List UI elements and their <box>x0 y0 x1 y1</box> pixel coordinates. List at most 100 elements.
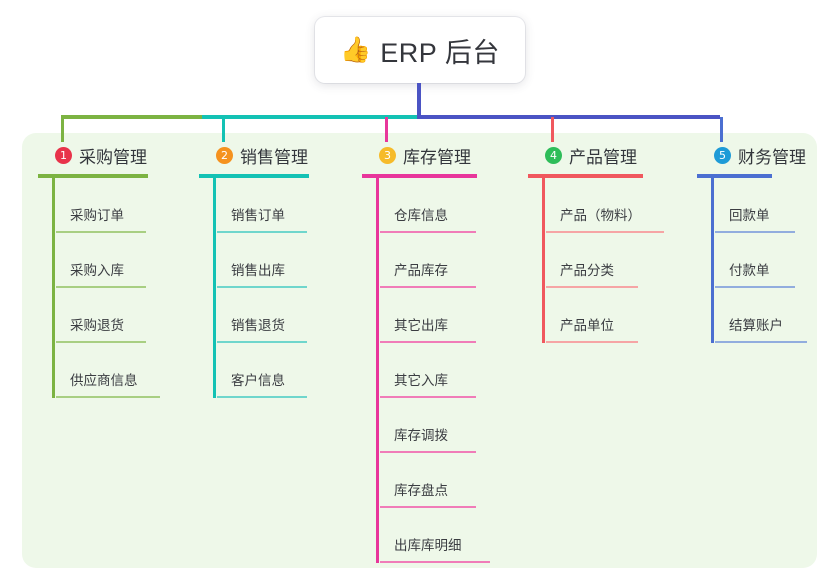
branch-item[interactable]: 采购入库 <box>56 233 198 288</box>
branch-item[interactable]: 销售出库 <box>217 233 359 288</box>
branch-item-label: 采购订单 <box>70 208 124 223</box>
branch-spine-connector <box>376 178 379 563</box>
branch-item-underline <box>546 286 638 288</box>
branch-title: 财务管理 <box>738 147 806 167</box>
branch-header-4[interactable]: 4 产品管理 <box>528 142 693 168</box>
branch-item-label: 产品分类 <box>560 263 614 278</box>
branch-drop-connector-5 <box>720 117 723 142</box>
branch-item-label: 产品单位 <box>560 318 614 333</box>
branch-item[interactable]: 产品分类 <box>546 233 693 288</box>
branch-item-label: 结算账户 <box>729 318 783 333</box>
branch-item-label: 供应商信息 <box>70 373 138 388</box>
branch-item-underline <box>715 231 795 233</box>
branch-title: 库存管理 <box>403 147 471 167</box>
branch-item-underline <box>380 286 476 288</box>
branch-number-badge: 4 <box>545 146 562 164</box>
branch-item-label: 库存盘点 <box>394 483 448 498</box>
branch-drop-connector-1 <box>61 117 64 142</box>
diagram-background-panel <box>22 133 817 568</box>
branch-item-label: 销售订单 <box>231 208 285 223</box>
branch-title: 产品管理 <box>569 147 637 167</box>
branch-column-4[interactable]: 4 产品管理产品（物料） 产品分类产品单位 <box>528 142 693 343</box>
root-node-label: ERP 后台 <box>380 37 500 68</box>
branch-item[interactable]: 其它出库 <box>380 288 527 343</box>
branch-item-label: 其它入库 <box>394 373 448 388</box>
branch-item[interactable]: 产品库存 <box>380 233 527 288</box>
branch-header-underline <box>38 174 148 178</box>
branch-item-label: 客户信息 <box>231 373 285 388</box>
branch-item-label: 库存调拨 <box>394 428 448 443</box>
branch-item-underline <box>217 396 307 398</box>
bar-segment-teal <box>202 115 417 119</box>
branch-column-2[interactable]: 2 销售管理销售订单销售出库销售退货客户信息 <box>199 142 359 398</box>
branch-item[interactable]: 出库库明细 <box>380 508 527 563</box>
branch-item[interactable]: 产品（物料） <box>546 178 693 233</box>
branch-item-list: 产品（物料） 产品分类产品单位 <box>528 178 693 343</box>
branch-item-label: 销售退货 <box>231 318 285 333</box>
branch-item-label: 产品（物料） <box>560 208 641 223</box>
branch-item-label: 回款单 <box>729 208 770 223</box>
branch-item[interactable]: 销售订单 <box>217 178 359 233</box>
branch-header-underline <box>528 174 643 178</box>
branch-item-label: 其它出库 <box>394 318 448 333</box>
branch-number-badge: 2 <box>216 146 233 164</box>
branch-title: 销售管理 <box>240 147 308 167</box>
branch-column-5[interactable]: 5 财务管理回款单付款单结算账户 <box>697 142 822 343</box>
thumbs-up-icon: 👍 <box>340 35 372 64</box>
branch-header-underline <box>199 174 309 178</box>
branch-item-underline <box>380 396 476 398</box>
branch-item-underline <box>56 231 146 233</box>
branch-item[interactable]: 库存盘点 <box>380 453 527 508</box>
branch-item-label: 产品库存 <box>394 263 448 278</box>
bar-segment-indigo <box>417 115 720 119</box>
branch-item-label: 采购入库 <box>70 263 124 278</box>
branch-item-label: 仓库信息 <box>394 208 448 223</box>
branch-item-underline <box>380 451 476 453</box>
branch-item-list: 采购订单采购入库采购退货供应商信息 <box>38 178 198 398</box>
root-node-erp-backend[interactable]: 👍 ERP 后台 <box>315 17 525 83</box>
branch-header-3[interactable]: 3 库存管理 <box>362 142 527 168</box>
branch-number-badge: 3 <box>379 146 396 164</box>
branch-item-underline <box>217 341 307 343</box>
branch-item-underline <box>715 286 795 288</box>
branch-number-badge: 1 <box>55 146 72 164</box>
branch-item-underline <box>380 561 490 563</box>
branch-item-underline <box>380 231 476 233</box>
branch-item[interactable]: 产品单位 <box>546 288 693 343</box>
branch-item[interactable]: 其它入库 <box>380 343 527 398</box>
branch-item-underline <box>546 231 664 233</box>
branch-drop-connector-4 <box>551 117 554 142</box>
branch-header-2[interactable]: 2 销售管理 <box>199 142 359 168</box>
branch-number-badge: 5 <box>714 146 731 164</box>
branch-item[interactable]: 库存调拨 <box>380 398 527 453</box>
branch-item[interactable]: 供应商信息 <box>56 343 198 398</box>
branch-drop-connector-3 <box>385 117 388 142</box>
branch-item[interactable]: 采购退货 <box>56 288 198 343</box>
branch-item[interactable]: 付款单 <box>715 233 822 288</box>
branch-header-5[interactable]: 5 财务管理 <box>697 142 822 168</box>
branch-item[interactable]: 结算账户 <box>715 288 822 343</box>
branch-item[interactable]: 采购订单 <box>56 178 198 233</box>
branch-item-label: 销售出库 <box>231 263 285 278</box>
branch-item[interactable]: 客户信息 <box>217 343 359 398</box>
branch-header-underline <box>697 174 772 178</box>
branch-spine-connector <box>52 178 55 398</box>
branch-drop-connector-2 <box>222 117 225 142</box>
bar-segment-green <box>61 115 202 119</box>
branch-item-label: 付款单 <box>729 263 770 278</box>
branch-item[interactable]: 回款单 <box>715 178 822 233</box>
branch-spine-connector <box>711 178 714 343</box>
branch-item-underline <box>546 341 638 343</box>
branch-item[interactable]: 仓库信息 <box>380 178 527 233</box>
branch-column-3[interactable]: 3 库存管理仓库信息产品库存其它出库其它入库库存调拨库存盘点出库库明细 <box>362 142 527 563</box>
root-stem-connector <box>417 83 421 117</box>
branch-item-underline <box>217 231 307 233</box>
branch-header-underline <box>362 174 477 178</box>
branch-item-underline <box>380 341 476 343</box>
branch-spine-connector <box>542 178 545 343</box>
branch-item-list: 回款单付款单结算账户 <box>697 178 822 343</box>
branch-item-label: 采购退货 <box>70 318 124 333</box>
branch-item[interactable]: 销售退货 <box>217 288 359 343</box>
